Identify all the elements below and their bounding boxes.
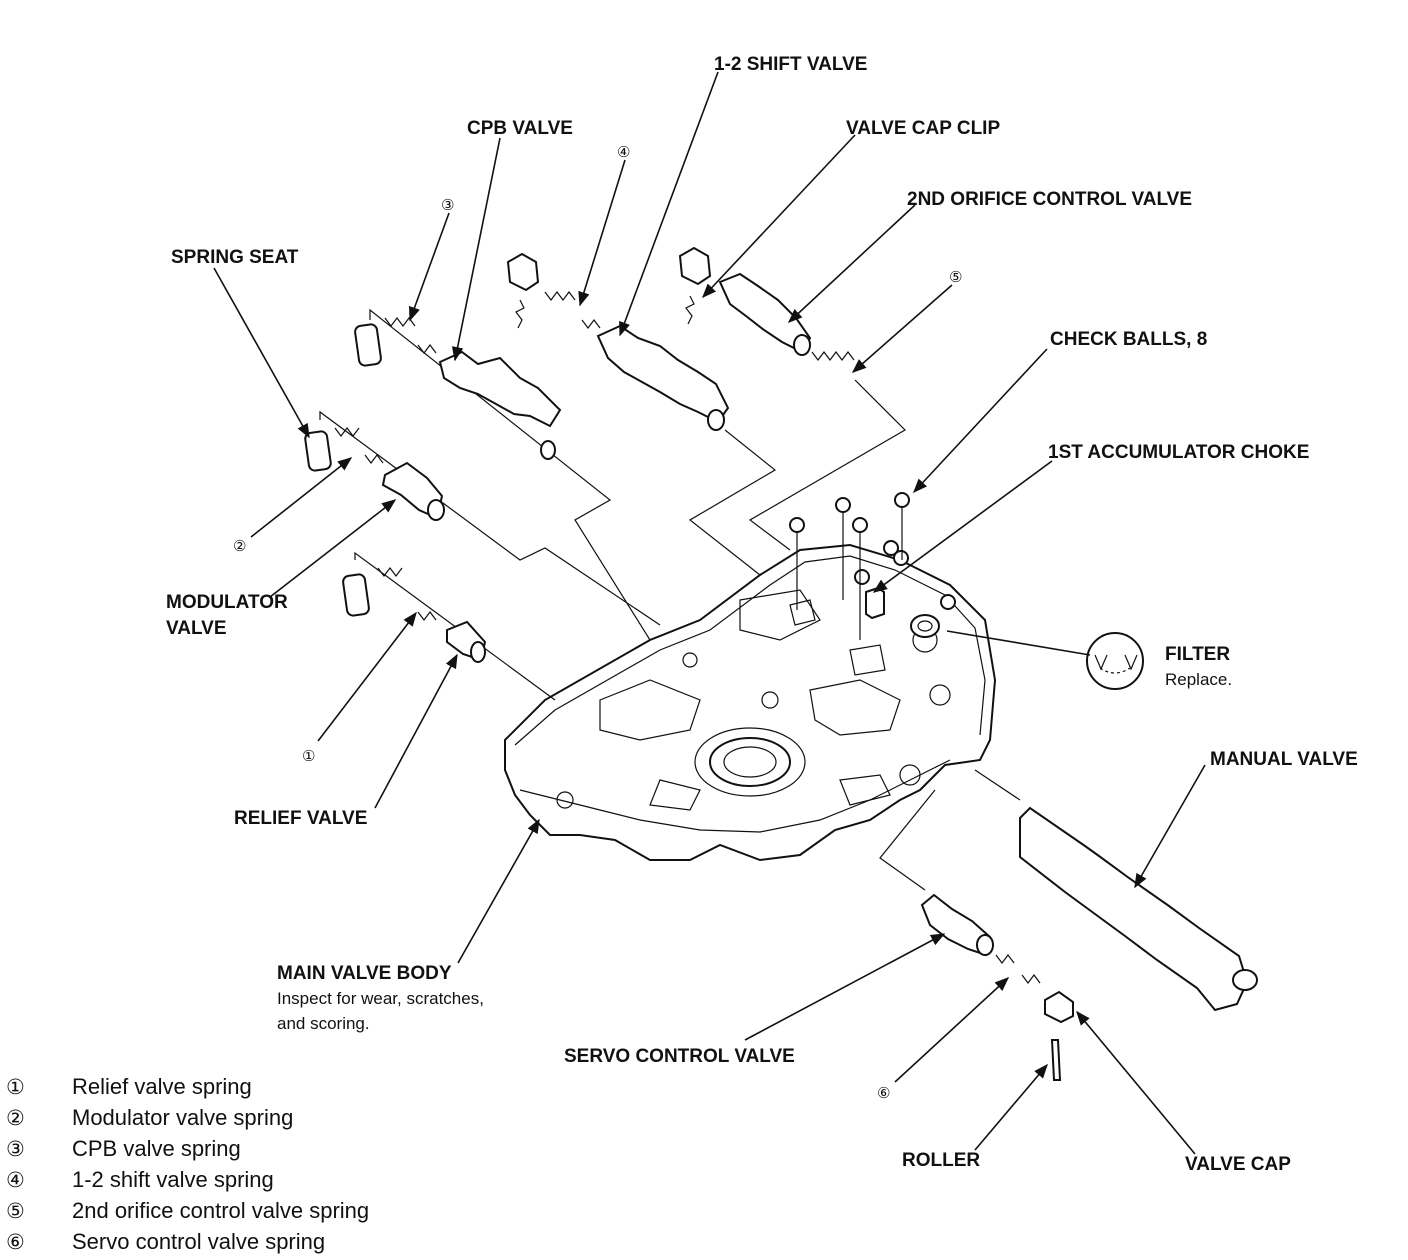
label-orifice-control-valve: 2ND ORIFICE CONTROL VALVE <box>907 189 1192 210</box>
relief-valve-spring <box>377 567 437 621</box>
spring-seat-upper <box>354 323 382 367</box>
callout-5: ⑤ <box>949 268 962 286</box>
label-spring-seat: SPRING SEAT <box>171 247 299 268</box>
label-manual-valve: MANUAL VALVE <box>1210 749 1358 770</box>
legend-num-1: ① <box>6 1075 25 1099</box>
modulator-valve <box>381 461 445 521</box>
cpb-valve-spring <box>384 317 437 354</box>
cpb-valve <box>438 350 562 460</box>
label-main-valve-body-note-2: and scoring. <box>277 1014 370 1033</box>
relief-valve <box>446 620 487 663</box>
orifice-control-valve-cap <box>678 246 712 325</box>
label-roller: ROLLER <box>902 1150 980 1171</box>
diagram-labels: 1-2 SHIFT VALVE CPB VALVE VALVE CAP CLIP… <box>166 54 1358 1175</box>
servo-control-valve <box>920 893 994 957</box>
callout-6: ⑥ <box>877 1084 890 1102</box>
leader-lines <box>213 71 1206 1155</box>
legend-text-4: 1-2 shift valve spring <box>72 1167 274 1192</box>
label-main-valve-body: MAIN VALVE BODY <box>277 963 452 984</box>
label-filter-note: Replace. <box>1165 670 1232 689</box>
valve-cap-part <box>1044 990 1074 1024</box>
label-filter: FILTER <box>1165 644 1230 665</box>
label-accumulator-choke: 1ST ACCUMULATOR CHOKE <box>1048 442 1309 463</box>
legend-text-6: Servo control valve spring <box>72 1229 325 1254</box>
legend-num-2: ② <box>6 1106 25 1130</box>
label-valve-cap: VALVE CAP <box>1185 1154 1291 1175</box>
manual-valve <box>1019 806 1258 1012</box>
shift-valve-12 <box>596 324 730 431</box>
callout-2: ② <box>233 537 246 555</box>
label-shift-valve-12: 1-2 SHIFT VALVE <box>714 54 867 75</box>
legend-text-2: Modulator valve spring <box>72 1105 293 1130</box>
main-valve-body-illustration <box>504 543 997 862</box>
spring-seat-middle <box>304 430 332 472</box>
label-modulator-valve-2: VALVE <box>166 618 227 639</box>
label-servo-control-valve: SERVO CONTROL VALVE <box>564 1046 795 1067</box>
legend-text-5: 2nd orifice control valve spring <box>72 1198 369 1223</box>
valve-cap-clip <box>506 252 540 329</box>
servo-control-valve-spring <box>995 954 1041 984</box>
callout-3: ③ <box>441 196 454 214</box>
legend-num-4: ④ <box>6 1168 25 1192</box>
modulator-valve-spring <box>334 427 384 464</box>
orifice-control-valve <box>718 272 812 356</box>
callout-4: ④ <box>617 143 630 161</box>
roller-part <box>1050 1039 1062 1081</box>
filter-seat <box>910 614 940 638</box>
legend: ① Relief valve spring ② Modulator valve … <box>6 1074 369 1254</box>
check-balls <box>789 492 956 640</box>
label-modulator-valve-1: MODULATOR <box>166 592 288 613</box>
legend-text-1: Relief valve spring <box>72 1074 252 1099</box>
label-check-balls: CHECK BALLS, 8 <box>1050 329 1207 350</box>
label-relief-valve: RELIEF VALVE <box>234 808 367 829</box>
label-cpb-valve: CPB VALVE <box>467 118 573 139</box>
shift-valve-12-spring <box>544 291 601 329</box>
legend-text-3: CPB valve spring <box>72 1136 241 1161</box>
label-valve-cap-clip: VALVE CAP CLIP <box>846 118 1000 139</box>
callout-1: ① <box>302 747 315 765</box>
assembly-guide-lines <box>319 308 1021 891</box>
legend-num-3: ③ <box>6 1137 25 1161</box>
spring-seat-lower <box>342 573 370 617</box>
filter-detail <box>1086 632 1144 690</box>
label-main-valve-body-note-1: Inspect for wear, scratches, <box>277 989 484 1008</box>
legend-num-5: ⑤ <box>6 1199 25 1223</box>
legend-num-6: ⑥ <box>6 1230 25 1254</box>
accumulator-choke <box>865 586 885 620</box>
orifice-control-valve-spring <box>811 351 855 361</box>
callout-numbers: ③ ④ ⑤ ② ① ⑥ <box>233 143 962 1102</box>
